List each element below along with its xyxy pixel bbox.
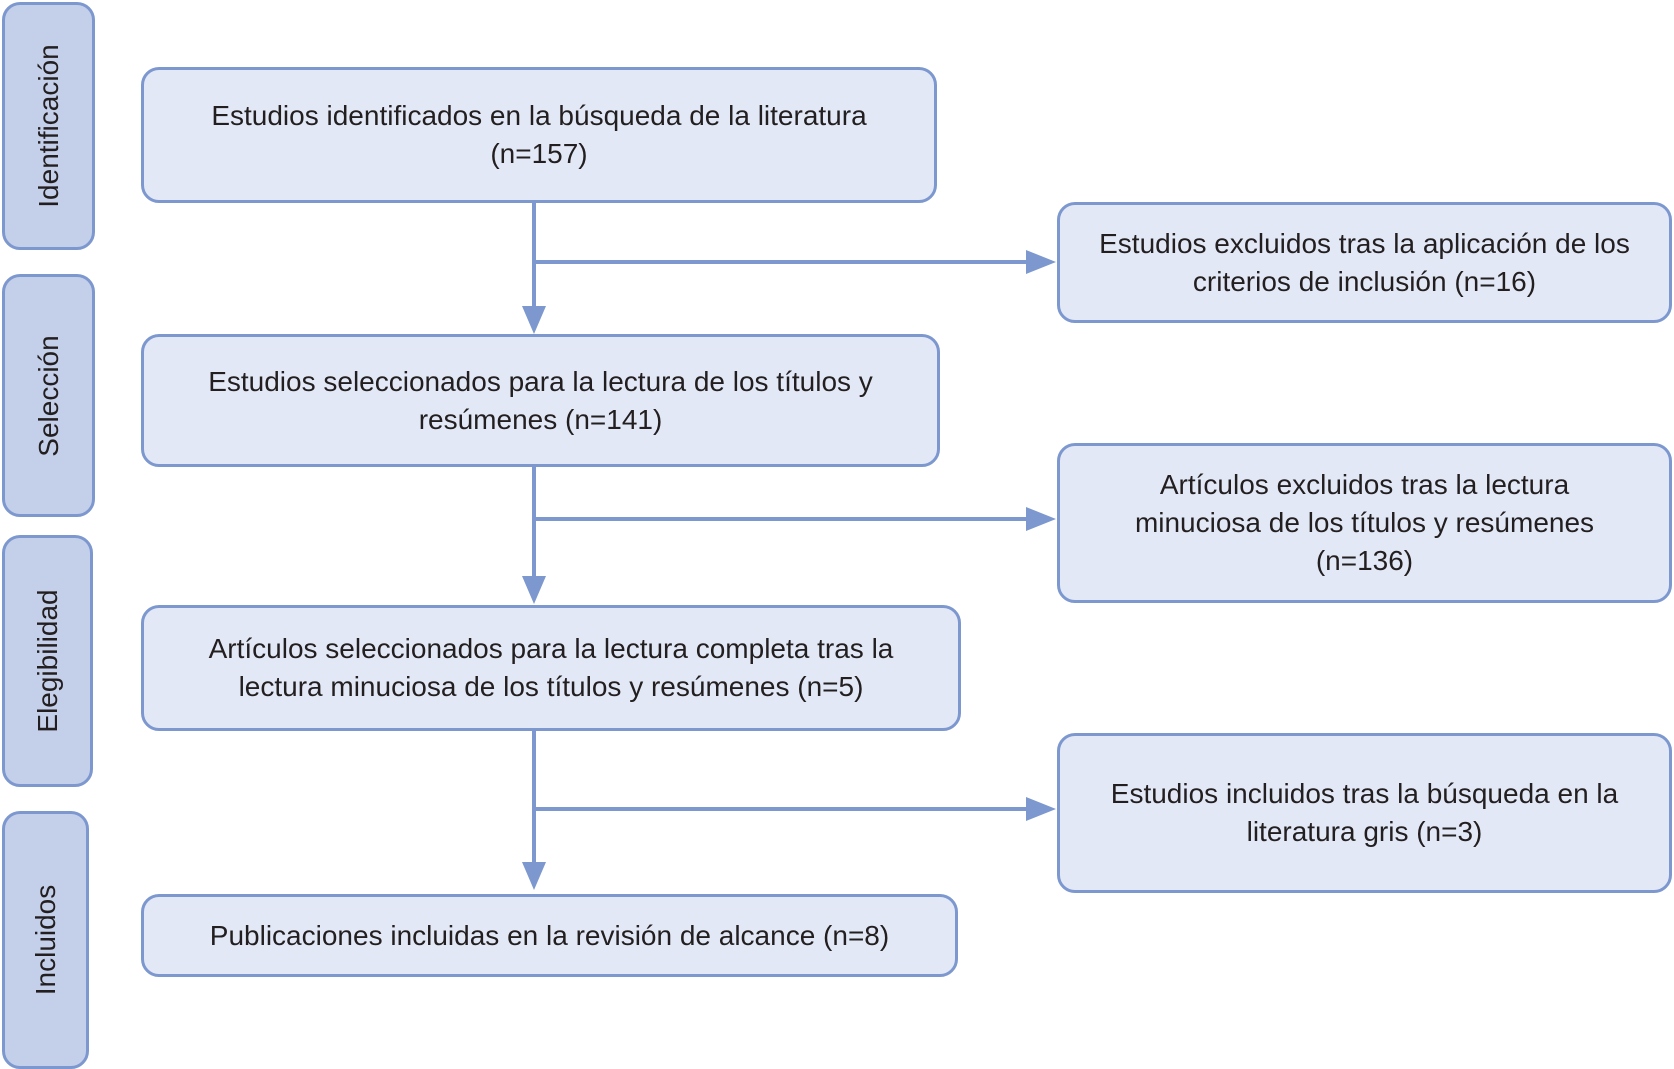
box-full-text-text: Artículos seleccionados para la lectura … (208, 633, 894, 702)
arrowhead-down-2 (522, 576, 546, 604)
phase-elegibilidad: Elegibilidad (2, 535, 93, 787)
box-excluded-titles-text: Artículos excluidos tras la lectura minu… (1134, 469, 1595, 576)
box-excluded-criteria: Estudios excluidos tras la aplicación de… (1057, 202, 1672, 323)
box-screened-text: Estudios seleccionados para la lectura d… (208, 365, 873, 435)
box-identified-text: Estudios identificados en la búsqueda de… (211, 100, 867, 169)
box-grey-literature: Estudios incluidos tras la búsqueda en l… (1057, 733, 1672, 893)
phase-seleccion: Selección (2, 274, 95, 517)
box-included-text: Publicaciones incluidas en la revisión d… (209, 919, 890, 951)
phase-identificacion: Identificación (2, 2, 95, 250)
box-screened: Estudios seleccionados para la lectura d… (141, 334, 940, 467)
arrowhead-right-3 (1026, 797, 1056, 821)
box-excluded-criteria-text: Estudios excluidos tras la aplicación de… (1099, 227, 1630, 297)
box-excluded-titles: Artículos excluidos tras la lectura minu… (1057, 443, 1672, 603)
box-full-text: Artículos seleccionados para la lectura … (141, 605, 961, 731)
box-grey-literature-text: Estudios incluidos tras la búsqueda en l… (1110, 778, 1619, 847)
phase-incluidos: Incluidos (2, 811, 89, 1069)
arrowhead-right-2 (1026, 507, 1056, 531)
arrowhead-right-1 (1026, 250, 1056, 274)
arrowhead-down-3 (522, 862, 546, 890)
box-included: Publicaciones incluidas en la revisión d… (141, 894, 958, 977)
box-identified: Estudios identificados en la búsqueda de… (141, 67, 937, 203)
arrowhead-down-1 (522, 306, 546, 334)
